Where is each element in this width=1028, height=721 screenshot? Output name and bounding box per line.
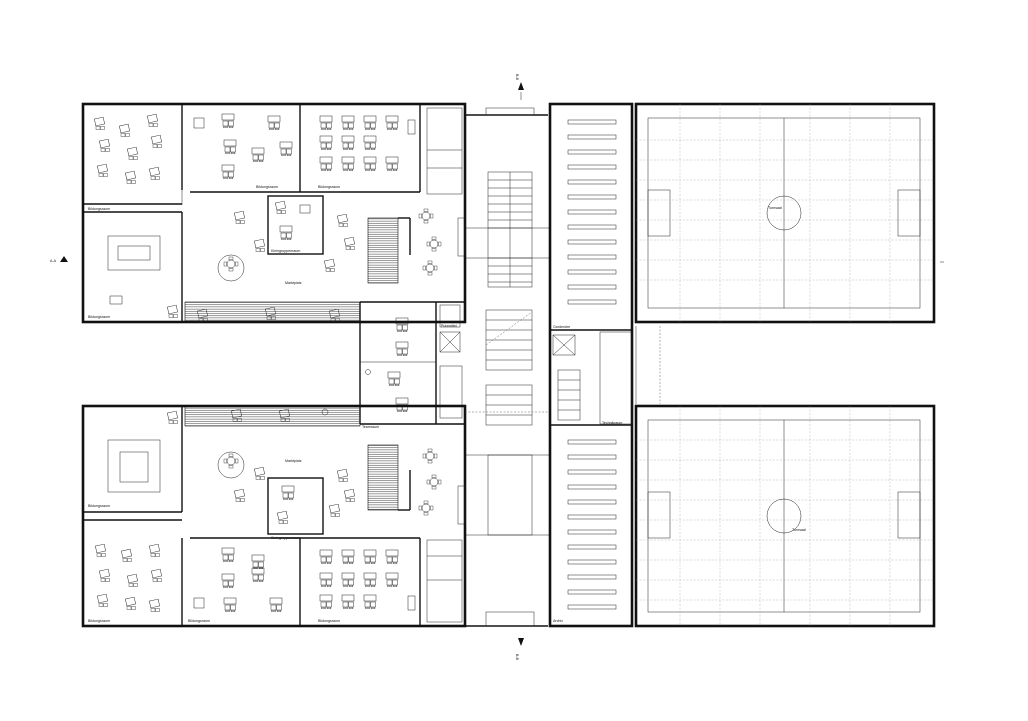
room-label-teamraum: Teamraum [362,425,379,429]
connector: Putzmittel Teamraum [359,301,465,429]
lockers-top [567,119,617,305]
room-label-lehrraum-tl: Bildungsraum [88,207,110,211]
gym-bottom: Turnsaal [634,404,936,628]
wing-top: Bildungsraum Bildungsraum Bildungsraum B… [81,102,467,324]
room-label-gruppen-bot: Kleingruppenraum [271,536,300,540]
room-label-lehrraum-bm: Bildungsraum [188,619,210,623]
service-strip: Garderobe Technikraum Archiv [548,102,634,628]
room-label-lehrraum-tr: Bildungsraum [318,185,340,189]
room-label-markt-top: Marktplatz [285,281,302,285]
room-label-lehrraum-tm: Bildungsraum [256,185,278,189]
room-label-lehrraum-br: Bildungsraum [318,619,340,623]
gym-top: Turnsaal [634,102,936,324]
central-hall [457,107,550,627]
room-label-putzmittel: Putzmittel [441,324,457,328]
room-label-gruppen-top: Kleingruppenraum [271,249,300,253]
room-label-lehrraum-tl2: Bildungsraum [88,315,110,319]
room-label-lehrraum-bl2: Bildungsraum [88,619,110,623]
section-marker-left: A-A [50,256,68,263]
wing-bottom: Bildungsraum Bildungsraum Bildungsraum B… [81,404,467,628]
section-label-bottom: B-B [515,654,519,661]
room-label-lehrraum-bl: Bildungsraum [88,504,110,508]
gym-link [635,326,661,404]
section-label-left: A-A [50,259,57,263]
room-label-archiv: Archiv [553,619,563,623]
room-label-turnsaal-top: Turnsaal [768,206,782,210]
room-label-garderobe: Garderobe [553,325,570,329]
lockers-bottom [567,439,617,610]
stair-top [488,172,532,287]
section-label-top: B-B [515,74,519,81]
room-label-markt-bot: Marktplatz [285,459,302,463]
room-label-turnsaal-bot: Turnsaal [792,528,806,532]
stair-mid [465,309,548,426]
room-label-technik: Technikraum [602,421,622,425]
section-marker-bottom: B-B [515,638,524,661]
section-marker-top: B-B [515,74,524,100]
